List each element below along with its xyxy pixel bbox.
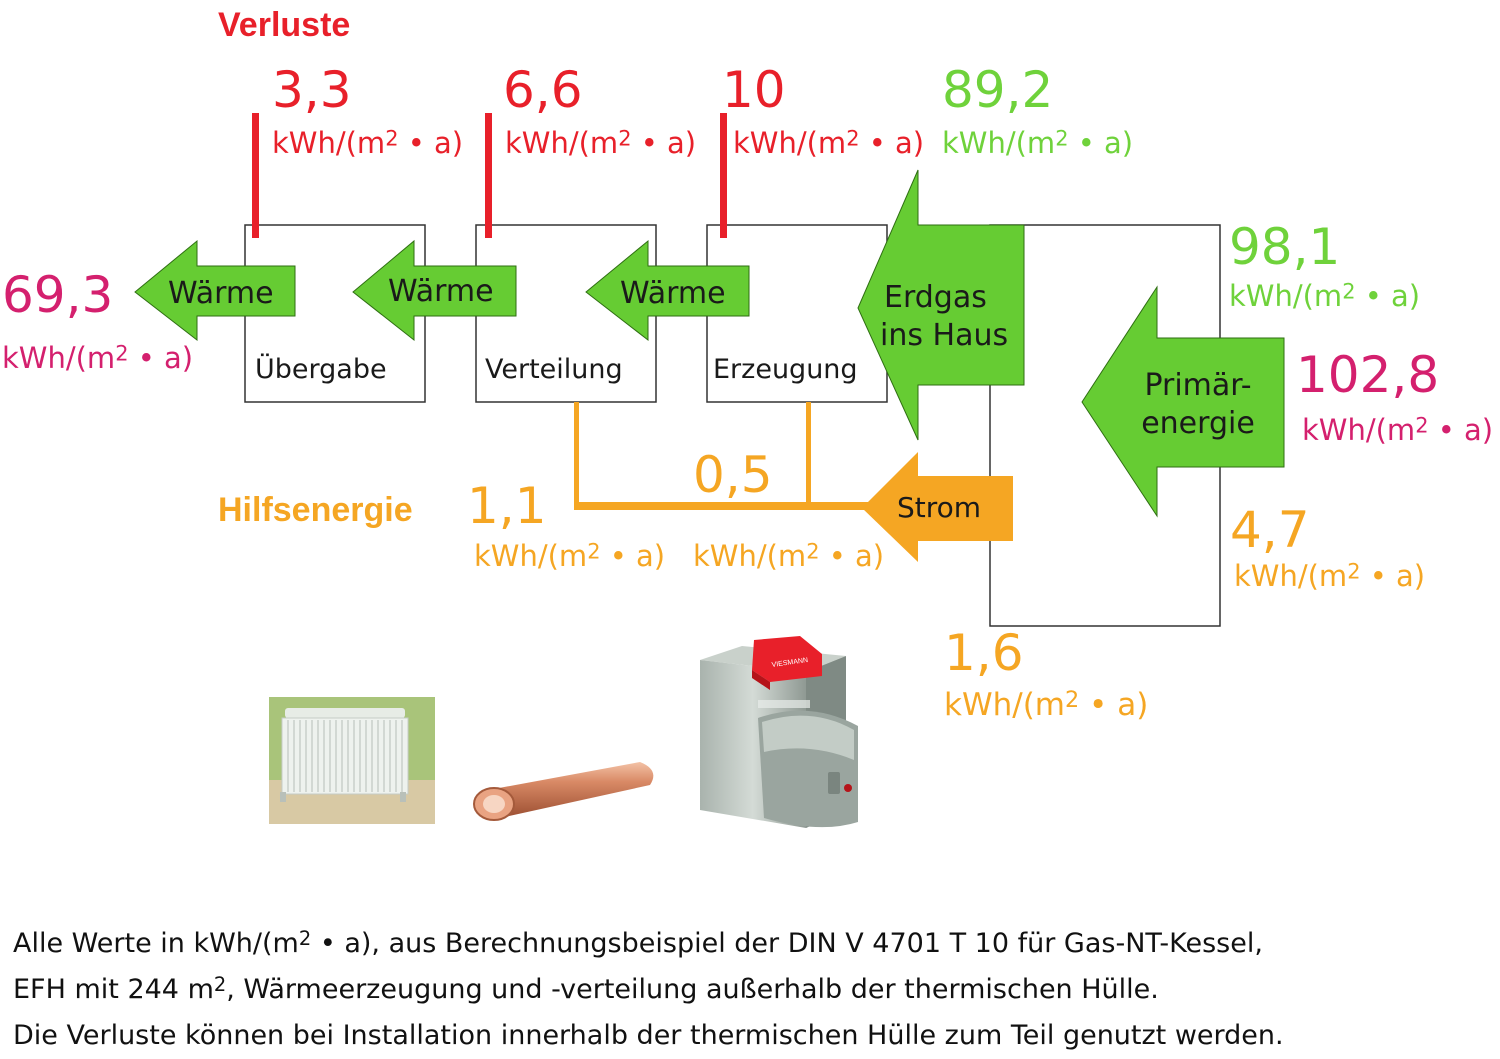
primary-total-unit: kWh/(m2 • a)	[1302, 413, 1494, 447]
primary-total-value: 102,8	[1296, 346, 1440, 404]
aux-generation-unit: kWh/(m2 • a)	[693, 539, 885, 573]
gas-in-value: 89,2	[942, 61, 1054, 119]
loss-value-1: 3,3	[272, 61, 352, 119]
power-arrow-label: Strom	[897, 491, 982, 524]
boiler-picture	[700, 636, 858, 828]
power-arrow	[862, 452, 1013, 562]
caption-line-3: Die Verluste können bei Installation inn…	[13, 1020, 1284, 1051]
stage-label-verteilung: Verteilung	[485, 354, 623, 385]
aux-line-short	[574, 506, 577, 510]
heat-delivered-value: 69,3	[2, 266, 114, 324]
loss-unit-3: kWh/(m2 • a)	[733, 126, 925, 160]
loss-value-2: 6,6	[503, 61, 583, 119]
primary-power-unit: kWh/(m2 • a)	[1234, 559, 1426, 593]
loss-bar-1	[252, 113, 259, 238]
primary-arrow-label: Primär- energie	[1141, 368, 1255, 442]
gas-arrow	[857, 169, 1025, 441]
heat-arrow-2	[352, 239, 517, 342]
loss-unit-2: kWh/(m2 • a)	[505, 126, 697, 160]
primary-gas-value: 98,1	[1229, 218, 1341, 276]
loss-value-3: 10	[722, 61, 786, 119]
power-in-unit: kWh/(m2 • a)	[944, 687, 1149, 723]
heat-arrow-label-2: Wärme	[388, 274, 494, 309]
stage-label-uebergabe: Übergabe	[255, 354, 387, 385]
radiator-picture	[269, 697, 435, 824]
heat-arrow-label-1: Wärme	[168, 276, 274, 311]
loss-bar-2	[485, 113, 492, 238]
gas-arrow-label: Erdgas ins Haus	[880, 280, 1009, 354]
primary-gas-unit: kWh/(m2 • a)	[1229, 279, 1421, 313]
primary-power-value: 4,7	[1230, 501, 1310, 559]
aux-line-vertical-1	[574, 402, 579, 510]
heat-arrow-label-3: Wärme	[620, 276, 726, 311]
heat-delivered-unit: kWh/(m2 • a)	[2, 341, 194, 375]
caption: Alle Werte in kWh/(m2 • a), aus Berechnu…	[13, 921, 1284, 1059]
stage-label-erzeugung: Erzeugung	[713, 354, 858, 385]
loss-unit-1: kWh/(m2 • a)	[272, 126, 464, 160]
aux-generation-value: 0,5	[693, 446, 773, 504]
heat-arrow-1	[134, 239, 296, 342]
aux-energy-value: 1,1	[467, 477, 547, 535]
caption-line-2: EFH mit 244 m2, Wärmeerzeugung und -vert…	[13, 973, 1159, 1005]
power-in-value: 1,6	[944, 624, 1024, 682]
aux-line-horizontal	[574, 502, 874, 510]
primary-arrow	[1081, 285, 1285, 518]
heat-arrow-3	[585, 239, 750, 342]
gas-in-unit: kWh/(m2 • a)	[942, 126, 1134, 160]
loss-bar-3	[720, 113, 727, 238]
copper-pipe-picture	[473, 762, 654, 821]
caption-line-1: Alle Werte in kWh/(m2 • a), aus Berechnu…	[13, 927, 1263, 959]
aux-energy-unit: kWh/(m2 • a)	[474, 539, 666, 573]
aux-line-vertical-2	[806, 402, 811, 507]
aux-energy-label: Hilfsenergie	[218, 491, 413, 529]
losses-title: Verluste	[218, 6, 351, 44]
